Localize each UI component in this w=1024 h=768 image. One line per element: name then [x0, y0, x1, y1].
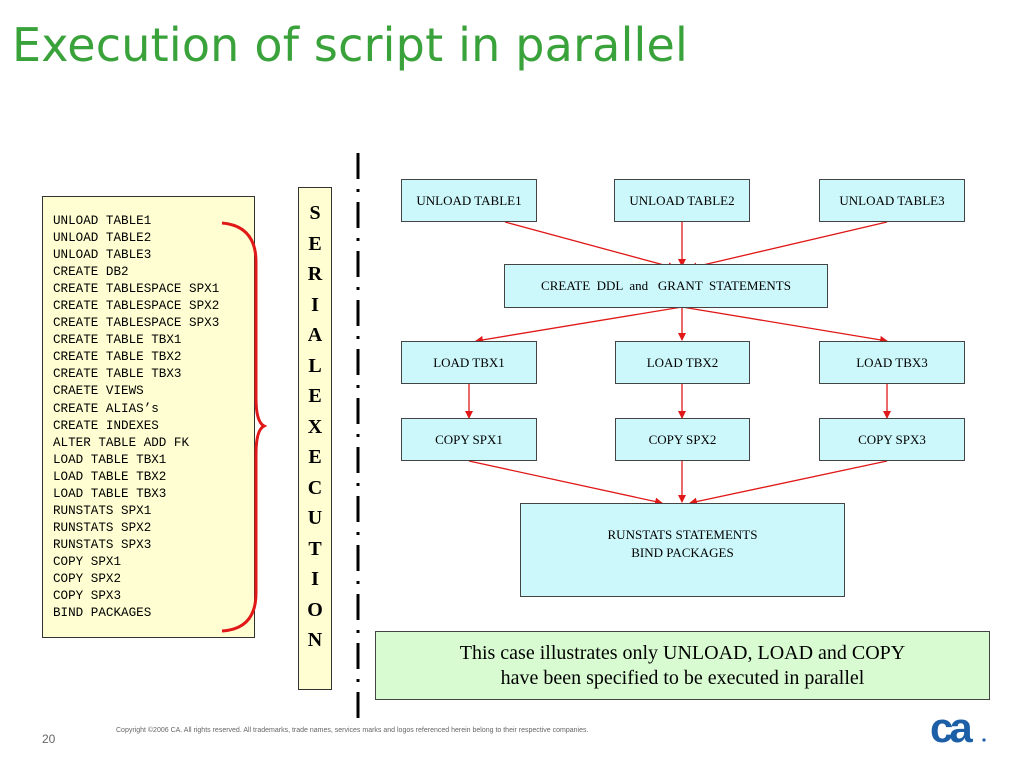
- script-line: COPY SPX3: [53, 589, 122, 604]
- script-line: COPY SPX2: [53, 571, 122, 586]
- serial-letter: E: [308, 385, 322, 407]
- script-line: CREATE TABLE TBX3: [53, 367, 182, 382]
- serial-letter: T: [308, 537, 322, 560]
- serial-letter: C: [307, 476, 323, 499]
- arrow-create-load3: [681, 306, 888, 344]
- script-line: CREATE INDEXES: [53, 418, 159, 433]
- script-line: LOAD TABLE TBX1: [53, 452, 167, 467]
- node-unload-table2: UNLOAD TABLE2: [614, 179, 750, 222]
- script-line: CRAETE VIEWS: [53, 384, 144, 399]
- node-load-tbx3: LOAD TBX3: [819, 341, 965, 384]
- explanation-note: This case illustrates only UNLOAD, LOAD …: [375, 631, 990, 700]
- script-line: CREATE TABLESPACE SPX1: [53, 282, 220, 297]
- ca-logo-text: ca: [930, 708, 973, 748]
- arrow-unload3-create: [689, 221, 888, 271]
- arrow-copy3-runstats: [689, 460, 888, 506]
- curly-brace: [221, 221, 268, 633]
- script-line: UNLOAD TABLE1: [53, 214, 152, 228]
- node-copy-spx1: COPY SPX1: [401, 418, 537, 461]
- serial-letter: O: [307, 598, 323, 621]
- script-line: CREATE TABLE TBX1: [53, 333, 182, 348]
- copyright-text: Copyright ©2006 CA. All rights reserved.…: [116, 727, 589, 734]
- node-copy-spx3: COPY SPX3: [819, 418, 965, 461]
- script-line: LOAD TABLE TBX2: [53, 469, 167, 484]
- script-line: CREATE TABLESPACE SPX2: [53, 299, 220, 314]
- arrow-copy1-runstats: [468, 460, 663, 506]
- serial-letter: X: [307, 415, 323, 438]
- serial-letter: L: [308, 354, 322, 377]
- serial-letter: S: [309, 202, 321, 224]
- script-line: CREATE DB2: [53, 265, 129, 280]
- serial-letter: I: [311, 293, 319, 316]
- script-line: ALTER TABLE ADD FK: [53, 435, 190, 450]
- script-line: BIND PACKAGES: [53, 606, 152, 621]
- serial-letter: I: [311, 568, 319, 590]
- script-line: RUNSTATS SPX3: [53, 537, 152, 552]
- logo-dot: [982, 738, 986, 742]
- arrow-create-load1: [475, 306, 683, 344]
- slide-title: Execution of script in parallel: [12, 18, 689, 72]
- serial-letter: U: [307, 507, 323, 529]
- node-load-tbx2: LOAD TBX2: [615, 341, 750, 384]
- ca-logo: ca: [930, 708, 986, 748]
- node-create-ddl: CREATE DDL and GRANT STATEMENTS: [504, 264, 828, 308]
- node-unload-table3: UNLOAD TABLE3: [819, 179, 965, 222]
- script-line: CREATE TABLESPACE SPX3: [53, 316, 220, 331]
- serial-letter: A: [307, 324, 323, 346]
- node-load-tbx1: LOAD TBX1: [401, 341, 537, 384]
- script-line: LOAD TABLE TBX3: [53, 486, 167, 501]
- script-line: UNLOAD TABLE3: [53, 248, 152, 263]
- node-copy-spx2: COPY SPX2: [615, 418, 750, 461]
- script-line: CREATE ALIAS’s: [53, 401, 159, 416]
- script-line: CREATE TABLE TBX2: [53, 350, 182, 365]
- script-line: COPY SPX1: [53, 554, 122, 569]
- note-line-2: have been specified to be executed in pa…: [500, 666, 865, 689]
- node-unload-table1: UNLOAD TABLE1: [401, 179, 537, 222]
- serial-letter: E: [308, 446, 322, 468]
- serial-letter: R: [307, 263, 323, 285]
- script-line: RUNSTATS SPX2: [53, 520, 152, 535]
- script-line: RUNSTATS SPX1: [53, 503, 152, 518]
- arrow-unload1-create: [504, 221, 676, 271]
- page-number: 20: [42, 732, 56, 746]
- script-line: UNLOAD TABLE2: [53, 231, 152, 246]
- note-line-1: This case illustrates only UNLOAD, LOAD …: [459, 641, 906, 664]
- serial-letter: N: [307, 629, 323, 651]
- node-runstats-bind: RUNSTATS STATEMENTS BIND PACKAGES: [520, 503, 845, 597]
- serial-letter: E: [308, 232, 322, 255]
